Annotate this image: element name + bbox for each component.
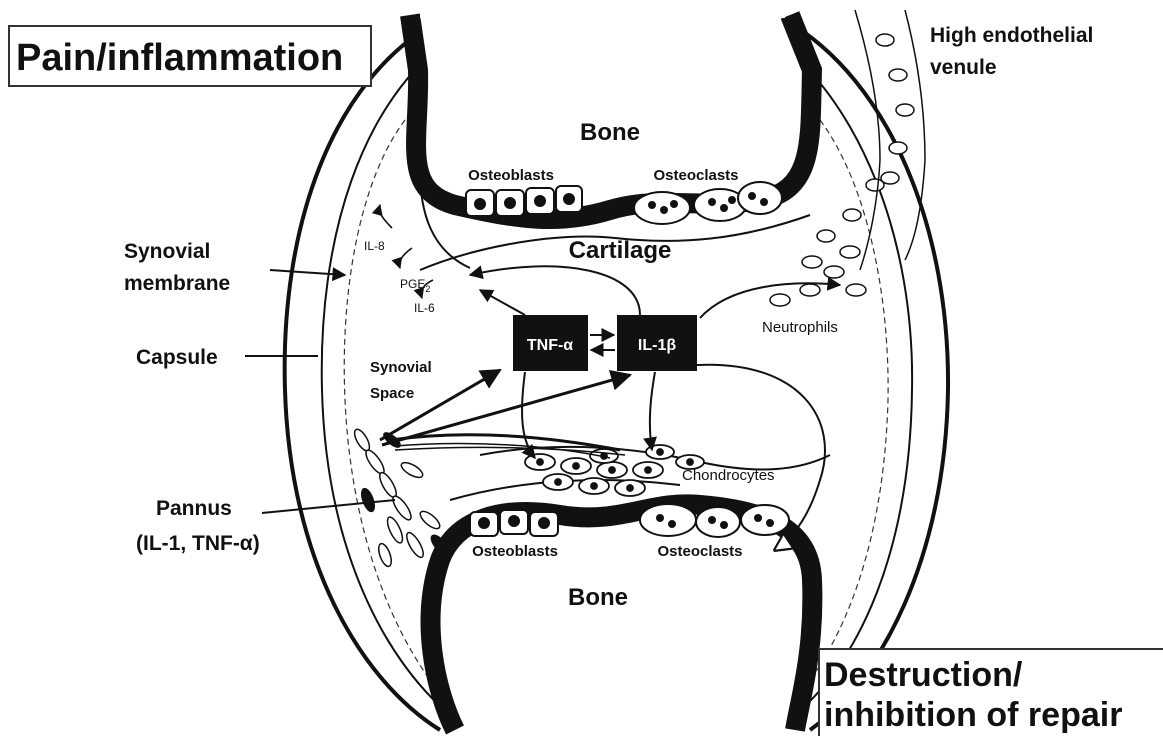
bone-bottom-label: Bone bbox=[568, 584, 628, 611]
destruction-line1: Destruction/ bbox=[824, 655, 1163, 695]
chondrocytes-label: Chondrocytes bbox=[682, 467, 775, 484]
lower-bone bbox=[431, 504, 813, 730]
bone-top-label: Bone bbox=[580, 119, 640, 146]
osteoclast-cells-bottom bbox=[640, 504, 789, 537]
synovial-space-label-line2: Space bbox=[370, 385, 414, 402]
pain-inflammation-box: Pain/inflammation bbox=[8, 25, 372, 87]
synovial-space-label-line1: Synovial bbox=[370, 359, 432, 376]
osteoclasts-bottom-label: Osteoclasts bbox=[657, 543, 742, 560]
high-endothelial-venule bbox=[855, 10, 925, 270]
venule-label-line1: High endothelial bbox=[930, 24, 1093, 47]
pge2-label: PGE2 bbox=[400, 277, 430, 294]
venule-label-line2: venule bbox=[930, 56, 997, 79]
tnf-il1-exchange-arrows bbox=[590, 335, 615, 350]
il8-label: IL-8 bbox=[364, 239, 385, 253]
capsule-label: Capsule bbox=[136, 346, 218, 369]
destruction-line2: inhibition of repair bbox=[824, 695, 1163, 735]
tnf-alpha-label: TNF-α bbox=[527, 337, 573, 354]
cartilage-label: Cartilage bbox=[569, 237, 672, 264]
osteoblasts-top-label: Osteoblasts bbox=[468, 167, 554, 184]
synovial-membrane-label-line2: membrane bbox=[124, 272, 230, 295]
pannus-label-line1: Pannus bbox=[156, 497, 232, 520]
osteoblast-cells-bottom bbox=[470, 510, 558, 536]
synovial-membrane-label-line1: Synovial bbox=[124, 240, 210, 263]
neutrophils-label: Neutrophils bbox=[762, 319, 838, 336]
il6-label: IL-6 bbox=[414, 301, 435, 315]
il1-beta-label: IL-1β bbox=[638, 337, 676, 354]
pge2-subscript: 2 bbox=[425, 284, 430, 294]
pannus-label-line2: (IL-1, TNF-α) bbox=[136, 532, 260, 555]
osteoclasts-top-label: Osteoclasts bbox=[653, 167, 738, 184]
chondrocyte-cells bbox=[525, 445, 704, 496]
destruction-box: Destruction/ inhibition of repair bbox=[818, 648, 1163, 736]
osteoblasts-bottom-label: Osteoblasts bbox=[472, 543, 558, 560]
